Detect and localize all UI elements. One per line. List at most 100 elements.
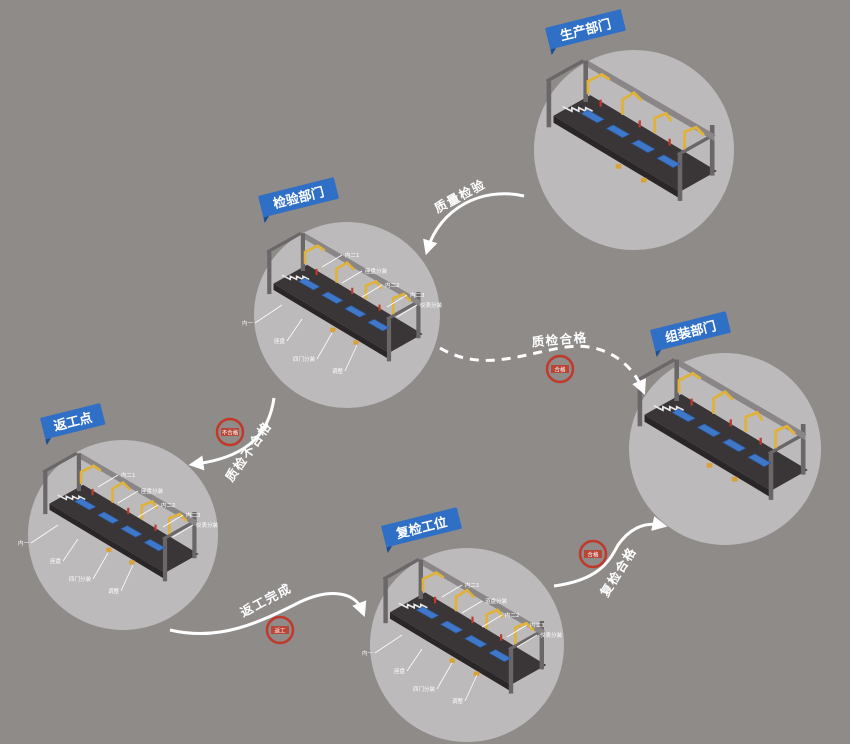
flow-label-qc_pass: 质检合格 <box>531 330 588 350</box>
stamp-ring <box>578 539 608 569</box>
callout-inner2_2: 内二2 <box>505 611 520 619</box>
callout-leader <box>406 648 423 672</box>
callout-leader <box>137 504 159 518</box>
arrow-qc-pass <box>439 344 646 395</box>
callout-door_sub: 四门分装 <box>69 575 92 583</box>
stamp-text-qc_pass_stamp: 合格 <box>554 366 566 374</box>
callout-inner2_1: 内二1 <box>465 581 480 589</box>
callout-leader <box>464 674 478 702</box>
stamp-text-qc_fail_stamp: 不合格 <box>222 429 239 437</box>
callout-leader <box>481 614 503 628</box>
callout-inner1: 内一 <box>242 319 254 327</box>
callout-leader <box>374 634 403 654</box>
arrow-quality-inspection <box>423 192 525 256</box>
callout-leader <box>436 662 453 690</box>
stamp-band <box>221 428 239 436</box>
flow-text-recheck_pass: 复检合格 <box>596 544 639 600</box>
callout-leader <box>316 332 333 360</box>
tag-fold <box>263 215 270 224</box>
stamp-band <box>271 626 289 634</box>
flow-label-rework_done: 返工完成 <box>238 580 295 620</box>
callout-leader <box>172 524 194 538</box>
stamp-recheck_stamp: 合格 <box>578 539 608 569</box>
callout-instrument_sub: 仪表分装 <box>540 631 563 639</box>
stamp-band <box>551 365 569 373</box>
tag-fold <box>550 47 557 56</box>
rework-tag: 返工点 <box>40 403 106 446</box>
flow-label-recheck_pass: 复检合格 <box>596 544 639 600</box>
arrow-rework-done <box>169 592 367 635</box>
callout-adjust: 调整 <box>108 587 120 595</box>
callout-inner2_2: 内二2 <box>161 501 176 509</box>
stamp-ring <box>265 615 295 645</box>
tag-background <box>40 403 106 440</box>
recheck-tag: 复检工位 <box>381 507 462 554</box>
callout-leader <box>286 318 303 342</box>
assembly-tag: 组装部门 <box>650 311 731 358</box>
callout-leader <box>341 270 363 284</box>
callout-inner2_1: 内二1 <box>345 251 360 259</box>
stamp-qc_pass_stamp: 合格 <box>545 354 575 384</box>
callout-adjust: 调整 <box>452 697 464 705</box>
callout-inner2_1: 内二1 <box>121 471 136 479</box>
callout-leader <box>344 344 358 372</box>
tag-fold <box>45 437 52 446</box>
callout-leader <box>62 538 79 562</box>
callout-leader <box>97 474 119 488</box>
callout-leader <box>321 254 343 268</box>
callout-inner1: 内一 <box>18 539 30 547</box>
tag-background <box>650 311 731 352</box>
flow-text-rework_done: 返工完成 <box>238 580 295 620</box>
callout-inner1: 内一 <box>362 649 374 657</box>
callout-leader <box>162 514 184 528</box>
production-tag: 生产部门 <box>545 9 626 56</box>
stamp-band <box>584 550 602 558</box>
production-station <box>534 50 734 250</box>
callout-inner2_3: 内二3 <box>410 291 425 299</box>
callout-leader <box>254 304 283 324</box>
callout-instrument_sub: 仪表分装 <box>420 301 443 309</box>
tag-background <box>545 9 626 50</box>
callout-adjust: 调整 <box>332 367 344 375</box>
callout-instrument_sub: 仪表分装 <box>196 521 219 529</box>
callout-leader <box>120 564 134 592</box>
callout-leader <box>117 490 139 504</box>
tag-fold <box>386 545 393 554</box>
callout-seat_sub_alt: 道盘分装 <box>485 597 508 605</box>
callout-door_sub: 四门分装 <box>293 355 316 363</box>
flow-text-qc_pass: 质检合格 <box>531 330 588 350</box>
callout-inner2_3: 内二3 <box>530 621 545 629</box>
stamp-rework_stamp: 返工 <box>265 615 295 645</box>
callout-seat_sub: 座盘分装 <box>365 267 388 275</box>
callout-inner2_2: 内二2 <box>385 281 400 289</box>
stamp-text-recheck_stamp: 合格 <box>587 551 599 559</box>
stamp-text-rework_stamp: 返工 <box>274 628 286 635</box>
callout-leader <box>92 552 109 580</box>
stamp-ring <box>215 417 245 447</box>
tag-background <box>381 507 462 548</box>
callout-leader <box>516 634 538 648</box>
callout-leader <box>386 294 408 308</box>
arrow-qc-fail <box>188 397 276 471</box>
callout-leader <box>461 600 483 614</box>
assembly-station <box>629 353 821 545</box>
callout-door_sub: 四门分装 <box>413 685 436 693</box>
stamp-ring <box>545 354 575 384</box>
arrow-recheck-pass <box>553 516 668 588</box>
callout-seat_sub: 座盘分装 <box>141 487 164 495</box>
callout-inner2_3: 内二3 <box>186 511 201 519</box>
callout-leader <box>361 284 383 298</box>
callout-leader <box>441 584 463 598</box>
callout-seat: 座盘 <box>274 337 286 345</box>
tag-fold <box>655 349 662 358</box>
stamp-qc_fail_stamp: 不合格 <box>215 417 245 447</box>
callout-seat: 座盘 <box>50 557 62 565</box>
callout-leader <box>506 624 528 638</box>
inspection-tag: 检验部门 <box>258 177 339 224</box>
tag-background <box>258 177 339 218</box>
